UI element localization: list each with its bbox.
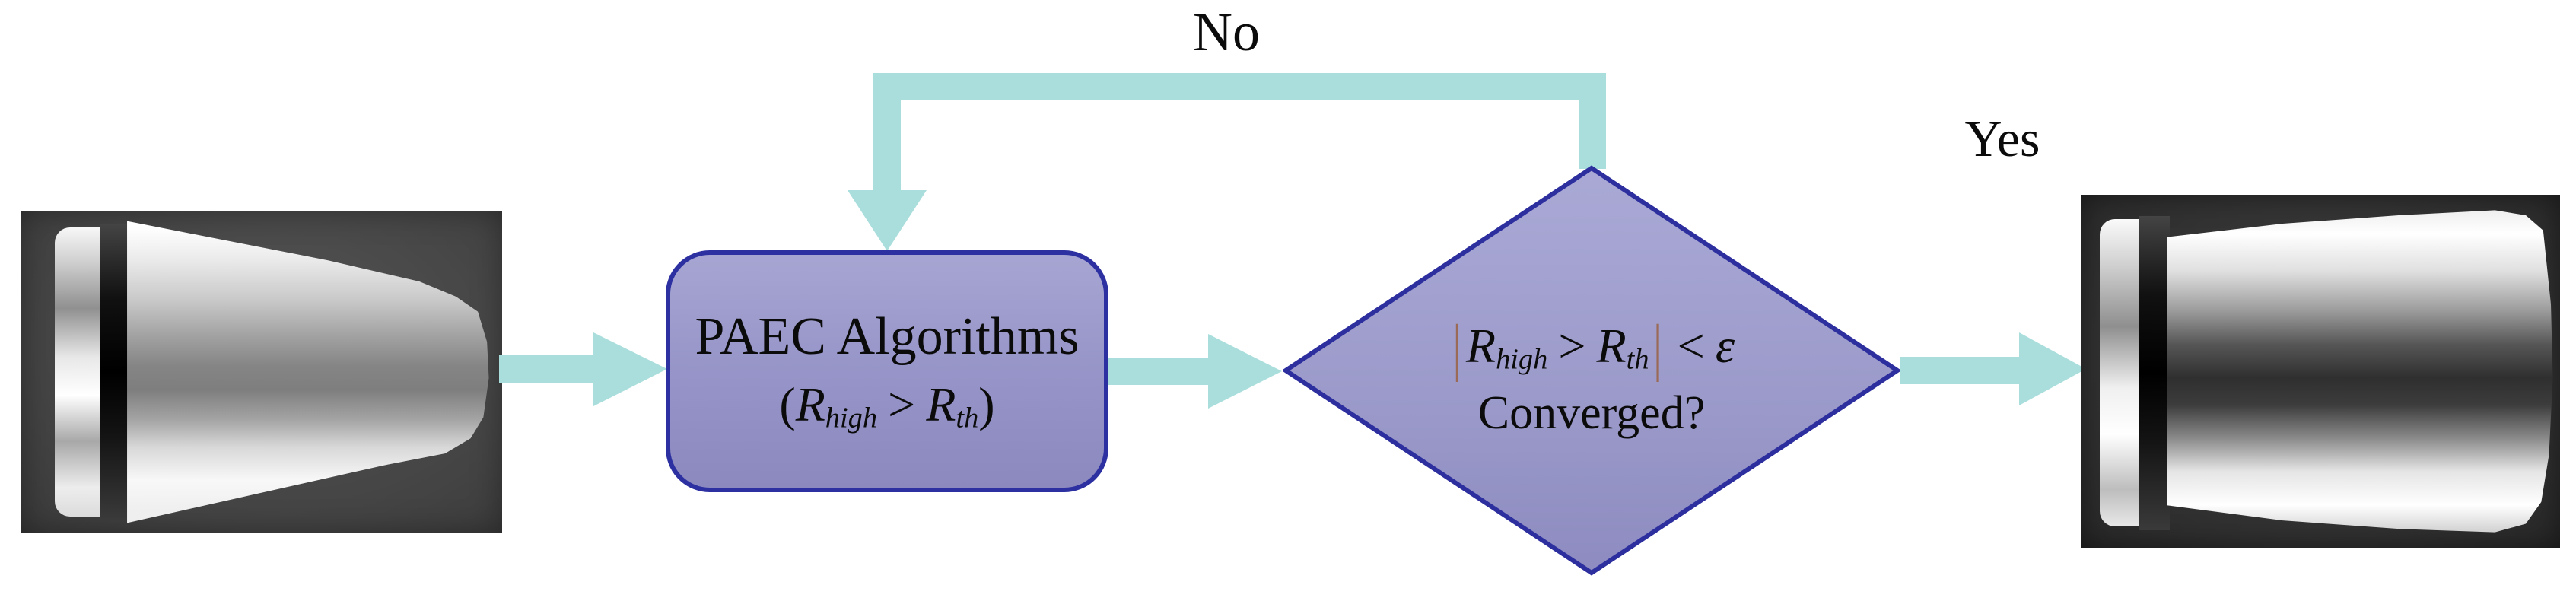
input-arrow-shaft <box>499 355 593 383</box>
abs-bar-left: | <box>1452 312 1462 383</box>
formula-gt-operator: > <box>888 377 916 431</box>
no-edge-label: No <box>1193 2 1260 62</box>
paec-box-formula: (Rhigh>Rth) <box>779 380 994 433</box>
paec-algorithms-box: PAEC Algorithms (Rhigh>Rth) <box>666 250 1108 492</box>
cone-rim <box>55 227 103 517</box>
box-to-diamond-arrow-head <box>1208 334 1282 409</box>
box-to-diamond-arrow-shaft <box>1107 358 1208 385</box>
formula-sub-high: high <box>825 402 878 434</box>
formula-sub-th: th <box>1626 343 1649 376</box>
input-arrow-head <box>593 332 667 406</box>
formula-gt-operator: > <box>1558 319 1586 374</box>
abs-bar-right: | <box>1652 312 1663 383</box>
formula-sub-th: th <box>956 402 979 434</box>
yes-edge-label: Yes <box>1964 110 2040 167</box>
formula-r-th: R <box>926 377 956 431</box>
no-loop-arrow-head <box>848 190 927 251</box>
formula-r-high: R <box>795 377 825 431</box>
decision-diamond: |Rhigh>Rth|<ε Converged? <box>1283 165 1900 576</box>
cone-rim <box>2100 219 2141 527</box>
no-loop-right-shaft <box>1579 73 1606 169</box>
formula-lt-operator: < <box>1677 319 1705 374</box>
cone-body <box>2167 210 2553 533</box>
epsilon-symbol: ε <box>1715 319 1735 374</box>
paec-box-title: PAEC Algorithms <box>695 307 1080 366</box>
formula-rparen: ) <box>978 377 995 431</box>
cone-groove <box>100 224 130 520</box>
output-workpiece-photo <box>2081 195 2560 548</box>
no-loop-top-bar <box>873 73 1606 100</box>
input-workpiece-photo <box>21 211 502 533</box>
converged-question: Converged? <box>1477 386 1706 439</box>
formula-sub-high: high <box>1496 343 1548 376</box>
cone-groove <box>2138 215 2170 530</box>
yes-arrow-head <box>2019 332 2086 405</box>
diamond-text-block: |Rhigh>Rth|<ε Converged? <box>1283 173 1900 584</box>
formula-r-th: R <box>1596 319 1627 374</box>
no-loop-left-shaft <box>873 73 901 190</box>
diamond-outline <box>1283 165 1900 576</box>
diamond-shape <box>1283 165 1900 576</box>
formula-lparen: ( <box>779 377 796 431</box>
yes-arrow-shaft <box>1900 357 2019 384</box>
formula-r-high: R <box>1465 319 1496 374</box>
convergence-formula: |Rhigh>Rth|<ε <box>1449 316 1735 379</box>
